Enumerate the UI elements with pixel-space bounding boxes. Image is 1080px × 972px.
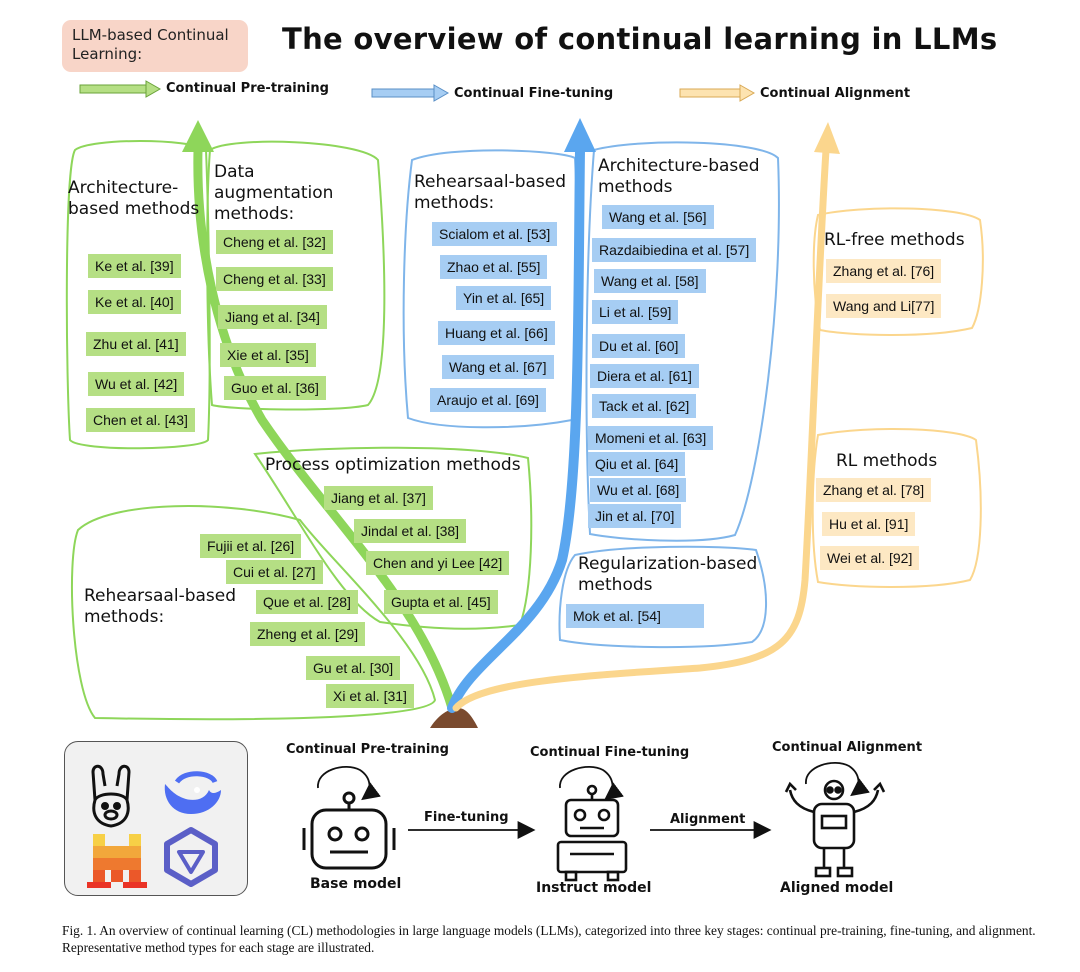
method-tag: Zhao et al. [55] xyxy=(440,255,548,279)
method-tag: Gupta et al. [45] xyxy=(384,590,498,614)
model-logos-panel xyxy=(64,741,248,896)
method-tag: Zhang et al. [78] xyxy=(816,478,932,502)
method-tag: Wang and Li[77] xyxy=(826,294,942,318)
base-model-robot-icon xyxy=(302,791,396,870)
method-tag: Jin et al. [70] xyxy=(588,504,682,528)
base-model-label: Base model xyxy=(310,876,402,892)
aligned-model-label: Aligned model xyxy=(780,880,894,896)
arrow-fine-tuning-label: Fine-tuning xyxy=(424,810,509,825)
llama-icon xyxy=(91,764,131,828)
method-tag: Qiu et al. [64] xyxy=(588,452,686,476)
method-tag: Ke et al. [40] xyxy=(88,290,181,314)
method-tag: Jindal et al. [38] xyxy=(354,519,467,543)
aligned-model-robot-icon xyxy=(784,779,886,878)
outline-ft-architecture xyxy=(585,141,780,542)
diagram-title: The overview of continual learning in LL… xyxy=(282,22,998,56)
loop-arrow-base xyxy=(317,766,381,801)
mistral-icon xyxy=(87,834,147,888)
method-tag: Tack et al. [62] xyxy=(592,394,697,418)
method-tag: Fujii et al. [26] xyxy=(200,534,302,558)
method-tag: Wang et al. [58] xyxy=(594,269,706,293)
whale-icon xyxy=(164,771,221,814)
method-tag: Chen and yi Lee [42] xyxy=(366,551,510,575)
stage-alignment-label: Continual Alignment xyxy=(772,740,923,755)
outline-pre-data-aug xyxy=(206,140,386,411)
outline-pre-rehearsal xyxy=(70,505,437,721)
method-tag: Ke et al. [39] xyxy=(88,254,181,278)
method-tag: Xie et al. [35] xyxy=(220,343,316,367)
method-tag: Wang et al. [67] xyxy=(442,355,554,379)
method-tag: Li et al. [59] xyxy=(592,300,679,324)
method-tag: Cheng et al. [32] xyxy=(216,230,333,254)
method-tag: Zheng et al. [29] xyxy=(250,622,366,646)
legend-alignment: Continual Alignment xyxy=(760,86,911,101)
method-tag: Xi et al. [31] xyxy=(326,684,414,708)
pre-architecture-heading: Architecture-based methods xyxy=(68,178,200,219)
outline-pre-process xyxy=(253,446,533,630)
method-tag: Hu et al. [91] xyxy=(822,512,916,536)
method-tag: Wang et al. [56] xyxy=(602,205,714,229)
loop-arrow-instruct xyxy=(559,766,624,801)
alignment-stem xyxy=(452,146,830,712)
method-tag: Du et al. [60] xyxy=(592,334,686,358)
method-tag: Mok et al. [54] xyxy=(566,604,704,628)
align-rl-heading: RL methods xyxy=(836,451,938,471)
stage-finetuning-label: Continual Fine-tuning xyxy=(530,745,690,760)
llm-cl-badge: LLM-based Continual Learning: xyxy=(62,20,248,72)
method-tag: Araujo et al. [69] xyxy=(430,388,546,412)
qwen-icon xyxy=(164,827,218,887)
ft-rehearsal-heading: Rehearsaal-based methods: xyxy=(414,172,567,213)
method-tag: Chen et al. [43] xyxy=(86,408,195,432)
alignment-stem-head xyxy=(814,122,840,154)
method-tag: Guo et al. [36] xyxy=(224,376,326,400)
method-tag: Que et al. [28] xyxy=(256,590,358,614)
method-tag: Cheng et al. [33] xyxy=(216,267,333,291)
legend-arrow-finetuning xyxy=(371,84,450,102)
pre-data-aug-heading: Data augmentation methods: xyxy=(214,162,334,224)
method-tag: Razdaibiedina et al. [57] xyxy=(592,238,757,262)
pretraining-stem xyxy=(193,145,457,713)
align-rlfree-heading: RL-free methods xyxy=(824,230,965,250)
legend-finetuning: Continual Fine-tuning xyxy=(454,86,614,101)
method-tag: Zhu et al. [41] xyxy=(86,332,186,356)
pre-rehearsal-heading: Rehearsaal-based methods: xyxy=(84,586,237,627)
arrow-alignment-label: Alignment xyxy=(670,812,746,827)
instruct-model-label: Instruct model xyxy=(536,880,652,896)
method-tag: Wu et al. [42] xyxy=(88,372,185,396)
method-tag: Gu et al. [30] xyxy=(306,656,401,680)
legend-arrow-alignment xyxy=(679,84,756,102)
method-tag: Yin et al. [65] xyxy=(456,286,552,310)
tree-trunk-base xyxy=(430,708,478,728)
legend-arrow-pretraining xyxy=(79,80,162,98)
loop-arrow-aligned xyxy=(805,762,870,797)
method-tag: Cui et al. [27] xyxy=(226,560,323,584)
method-tag: Jiang et al. [34] xyxy=(218,305,327,329)
pretraining-stem-head xyxy=(182,120,214,152)
figure-caption: Fig. 1. An overview of continual learnin… xyxy=(62,923,1036,955)
method-tag: Momeni et al. [63] xyxy=(588,426,714,450)
method-tag: Scialom et al. [53] xyxy=(432,222,558,246)
method-tag: Diera et al. [61] xyxy=(590,364,699,388)
outline-align-rl xyxy=(811,428,982,588)
instruct-model-robot-icon xyxy=(556,784,628,882)
legend-pretraining: Continual Pre-training xyxy=(166,81,329,96)
ft-regularization-heading: Regularization-based methods xyxy=(578,554,758,595)
outline-ft-regularization xyxy=(558,545,768,649)
method-tag: Huang et al. [66] xyxy=(438,321,555,345)
ft-architecture-heading: Architecture-based methods xyxy=(598,156,760,197)
pre-process-heading: Process optimization methods xyxy=(265,455,521,475)
method-tag: Zhang et al. [76] xyxy=(826,259,942,283)
logo-grid xyxy=(87,764,221,888)
method-tag: Jiang et al. [37] xyxy=(324,486,433,510)
method-tag: Wei et al. [92] xyxy=(820,546,920,570)
method-tag: Wu et al. [68] xyxy=(590,478,687,502)
finetuning-stem xyxy=(447,145,585,713)
finetuning-stem-head xyxy=(564,118,596,152)
stage-pretraining-label: Continual Pre-training xyxy=(286,742,449,757)
